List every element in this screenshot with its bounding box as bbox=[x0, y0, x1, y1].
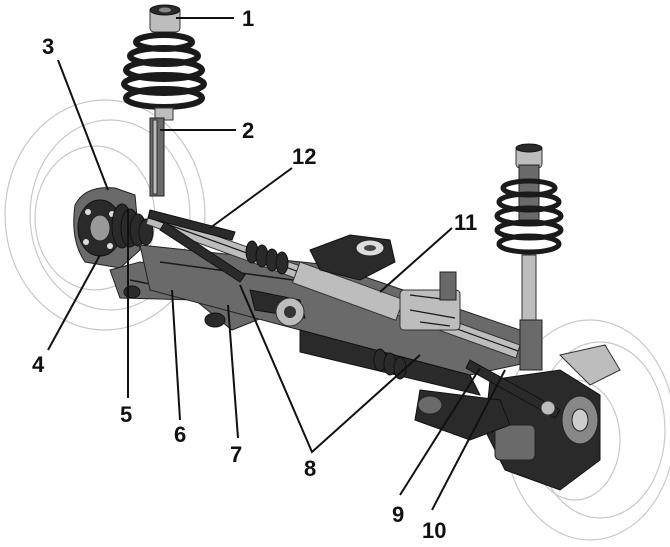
steering-rack bbox=[145, 211, 521, 380]
steering-valve bbox=[399, 271, 461, 331]
left-hub-assembly bbox=[73, 187, 154, 269]
right-strut bbox=[494, 143, 564, 371]
leader-9 bbox=[399, 367, 481, 496]
drive-shaft-left bbox=[249, 289, 306, 327]
rack-boot-left bbox=[245, 240, 289, 275]
leader-10 bbox=[431, 369, 506, 511]
left-cv-boot bbox=[111, 203, 154, 249]
left-strut bbox=[121, 4, 207, 197]
leader-lines bbox=[47, 17, 506, 511]
tie-rod bbox=[147, 209, 246, 283]
right-coil-spring bbox=[494, 178, 564, 255]
leader-6 bbox=[171, 289, 181, 421]
right-hub-assembly bbox=[484, 344, 621, 491]
callout-label-7: 7 bbox=[230, 442, 242, 467]
callout-label-5: 5 bbox=[120, 402, 132, 427]
callout-label-2: 2 bbox=[242, 118, 254, 143]
right-lower-arm bbox=[414, 389, 511, 441]
callout-label-3: 3 bbox=[42, 34, 54, 59]
rack-boot-right bbox=[373, 348, 407, 380]
callout-label-9: 9 bbox=[392, 502, 404, 527]
leader-3 bbox=[57, 59, 109, 191]
callout-label-4: 4 bbox=[32, 352, 45, 377]
leader-11 bbox=[379, 227, 453, 293]
leader-4 bbox=[47, 254, 101, 351]
leader-12 bbox=[209, 167, 293, 229]
leader-8 bbox=[239, 284, 421, 454]
callout-label-8: 8 bbox=[304, 456, 316, 481]
callout-label-6: 6 bbox=[174, 422, 186, 447]
callout-label-11: 11 bbox=[454, 210, 477, 235]
right-tie-rod bbox=[465, 359, 561, 419]
callout-labels: 1 2 3 4 5 6 7 8 9 10 11 12 bbox=[32, 6, 477, 543]
callout-label-1: 1 bbox=[242, 6, 254, 31]
mount-bracket bbox=[309, 234, 396, 281]
left-coil-spring bbox=[121, 32, 207, 110]
leader-7 bbox=[227, 304, 239, 439]
callout-label-12: 12 bbox=[292, 144, 316, 169]
callout-label-10: 10 bbox=[422, 518, 446, 543]
